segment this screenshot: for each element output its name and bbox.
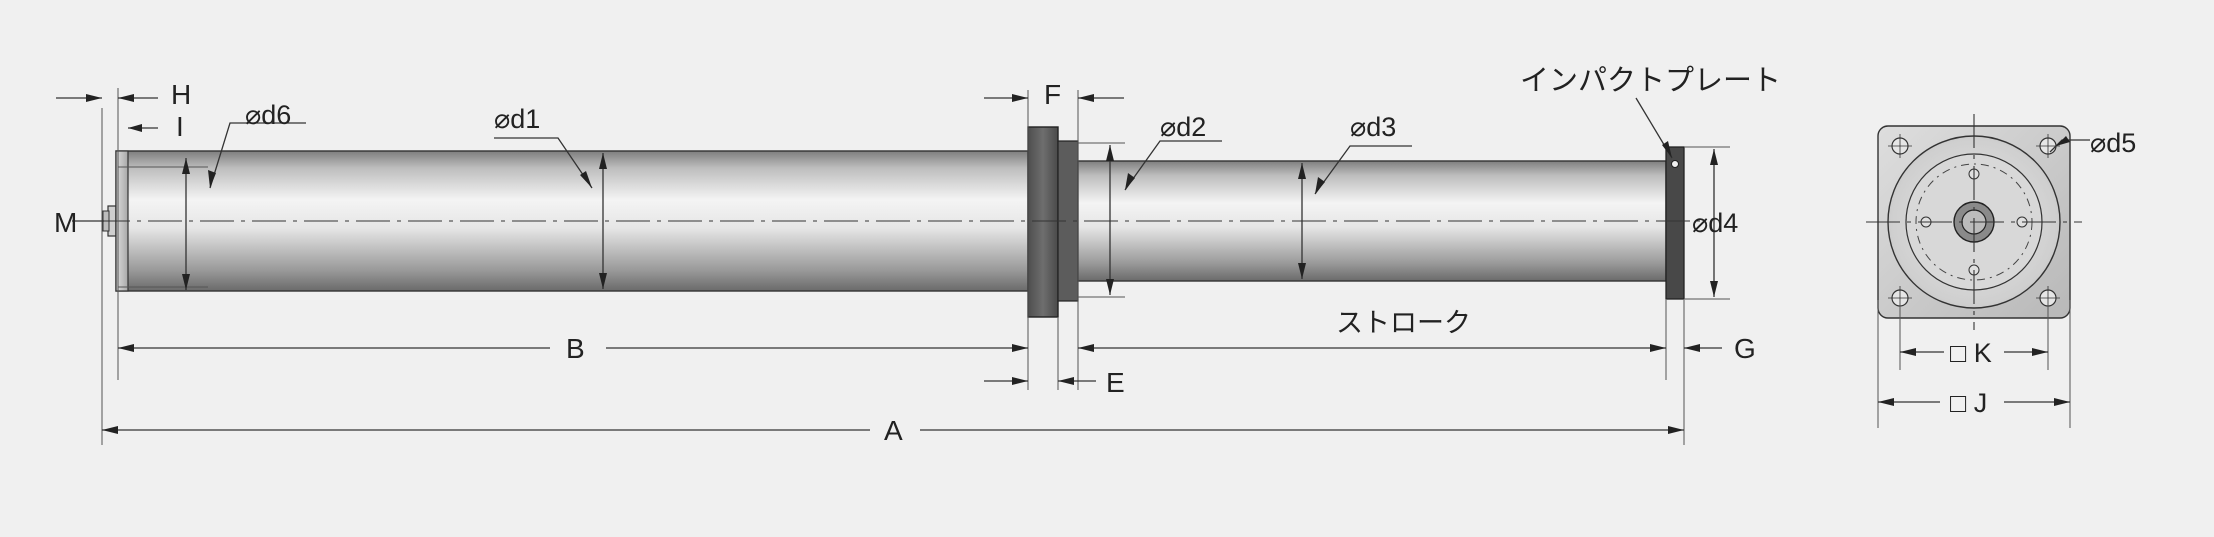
label-e: E — [1106, 367, 1125, 398]
label-d4: ⌀d4 — [1692, 208, 1738, 238]
label-d2: ⌀d2 — [1160, 112, 1206, 142]
extension-lines — [101, 88, 1730, 445]
label-m: M — [54, 207, 77, 238]
label-b: B — [566, 333, 585, 364]
label-h: H — [171, 79, 191, 110]
label-i: I — [176, 111, 184, 142]
label-k: □ K — [1950, 338, 1992, 368]
flange — [1027, 126, 1079, 318]
dimension-lines — [56, 94, 1722, 434]
label-d3: ⌀d3 — [1350, 112, 1396, 142]
end-view — [1866, 114, 2090, 428]
label-d1: ⌀d1 — [494, 104, 540, 134]
label-impact-plate: インパクトプレート — [1520, 65, 1781, 97]
label-d5: ⌀d5 — [2090, 128, 2136, 158]
label-j: □ J — [1950, 388, 1987, 418]
label-a: A — [884, 415, 903, 446]
label-f: F — [1044, 79, 1061, 110]
impact-plate — [1665, 146, 1685, 300]
label-g: G — [1734, 333, 1756, 364]
label-d6: ⌀d6 — [245, 100, 291, 130]
label-stroke: ストローク — [1336, 308, 1471, 338]
